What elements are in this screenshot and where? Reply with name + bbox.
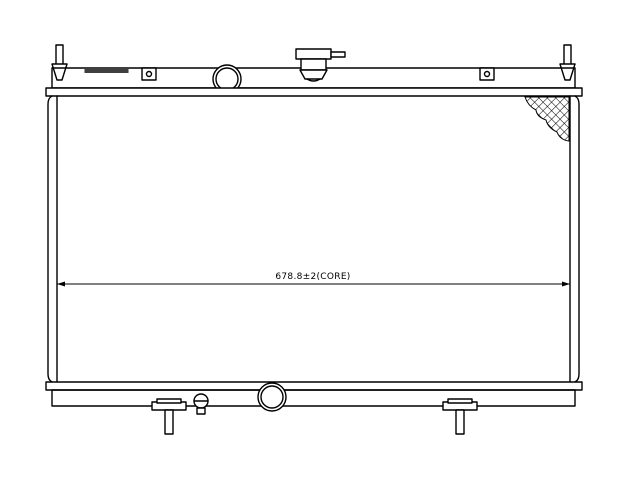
drain-plug (193, 393, 209, 415)
outlet-pipe (257, 382, 287, 412)
top-header-plate (45, 87, 583, 97)
lower-left-mount (151, 398, 187, 435)
core-fin-detail (524, 96, 570, 142)
top-left-mounting-pin (51, 44, 68, 81)
lower-right-mount (442, 398, 478, 435)
radiator-core (47, 95, 580, 383)
upper-left-bracket (141, 67, 157, 81)
lower-tank (51, 389, 576, 407)
upper-right-bracket (479, 67, 495, 81)
top-right-mounting-pin (559, 44, 576, 81)
radiator-cap (295, 48, 346, 82)
core-width-dimension: 678.8±2(CORE) (57, 272, 570, 287)
bottom-header-plate (45, 381, 583, 391)
dimension-label: 678.8±2(CORE) (275, 272, 350, 282)
